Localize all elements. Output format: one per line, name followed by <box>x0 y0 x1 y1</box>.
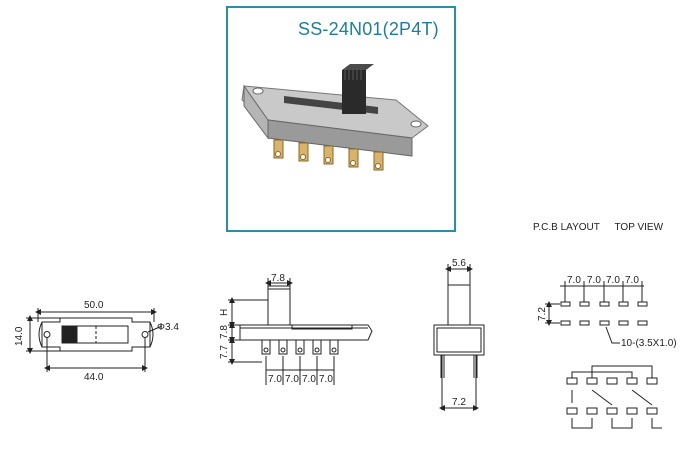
product-title: SS-24N01(2P4T) <box>298 19 439 39</box>
product-photo-frame: SS-24N01(2P4T) <box>226 6 456 232</box>
pcb-pitch-3: 7.0 <box>606 275 620 286</box>
pcb-view-title: TOP VIEW <box>614 222 664 233</box>
top-length-dim: 50.0 <box>84 300 104 311</box>
side-dim-1: 7.8 <box>219 325 230 339</box>
side-pitch-4: 7.0 <box>319 374 333 385</box>
product-photo <box>241 64 429 171</box>
top-hole-dia-dim: 3.4 <box>165 322 179 333</box>
side-actuator-dim: 7.8 <box>271 273 285 284</box>
pcb-layout-title: P.C.B LAYOUT <box>533 222 600 233</box>
side-dim-2: 7.7 <box>219 345 230 359</box>
top-hole-span-dim: 44.0 <box>84 372 104 383</box>
circuit-contacts <box>566 377 658 415</box>
side-pitch-1: 7.0 <box>268 374 282 385</box>
pcb-layout-label: P.C.B LAYOUT TOP VIEW <box>533 222 663 233</box>
side-view-drawing <box>228 278 373 385</box>
side-height-label: H <box>219 309 230 316</box>
circuit-schematic <box>571 365 662 429</box>
end-view-drawing <box>433 264 485 411</box>
pcb-pad-note: 10-(3.5X1.0) <box>621 338 677 349</box>
top-height-dim: 14.0 <box>14 326 25 346</box>
pcb-pitch-2: 7.0 <box>587 275 601 286</box>
side-pitch-2: 7.0 <box>285 374 299 385</box>
phi-symbol: Φ <box>157 322 165 333</box>
pcb-pitch-1: 7.0 <box>567 275 581 286</box>
pcb-row-spacing: 7.2 <box>537 307 548 321</box>
side-pitch-3: 7.0 <box>302 374 316 385</box>
pcb-pitch-4: 7.0 <box>625 275 639 286</box>
end-actuator-dim: 5.6 <box>452 258 466 269</box>
pcb-layout-drawing <box>545 281 644 344</box>
end-pin-span-dim: 7.2 <box>452 397 466 408</box>
top-view-drawing <box>26 308 163 372</box>
pcb-pads <box>560 301 648 326</box>
